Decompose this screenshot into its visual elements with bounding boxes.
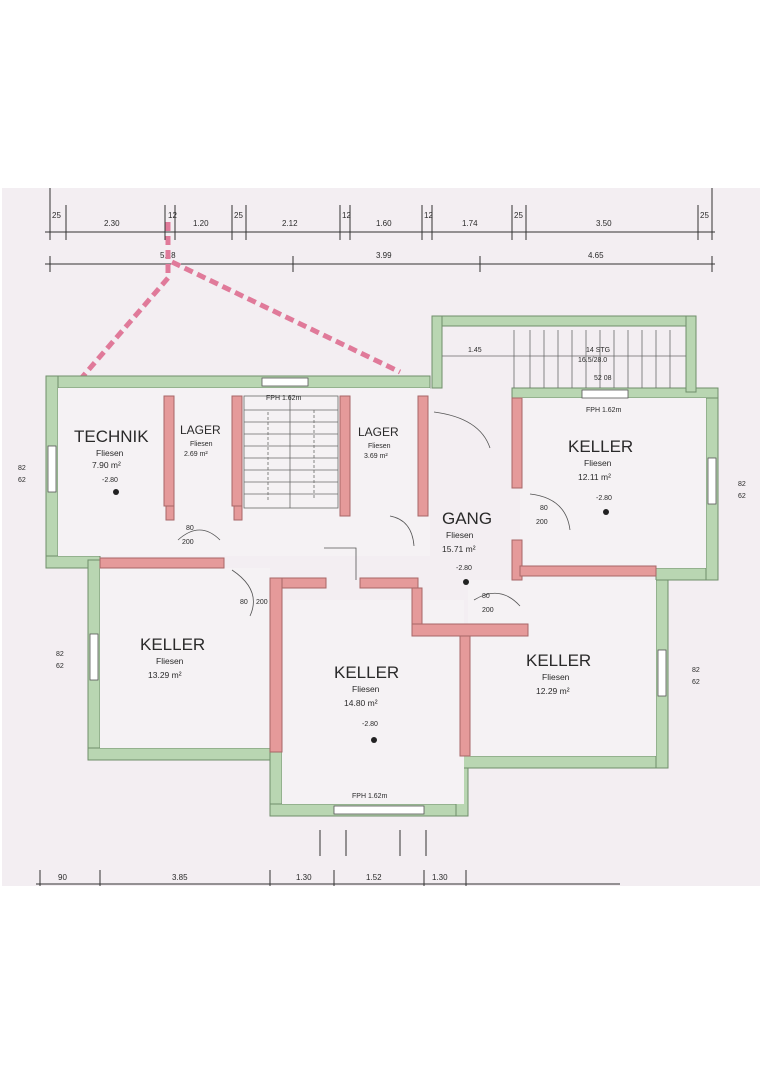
dim-bottom-1: 90 <box>58 873 67 882</box>
dim-row2-2: 3.99 <box>376 251 392 260</box>
door-height-2: 200 <box>536 519 548 526</box>
dim-top-1: 25 <box>52 211 61 220</box>
room-floor: Fliesen <box>584 458 612 468</box>
room-name: KELLER <box>526 651 591 670</box>
stairs-sublabel: 16.5/28.0 <box>578 357 607 364</box>
room-floor: Fliesen <box>446 530 474 540</box>
room-fill <box>58 388 706 804</box>
dim-bottom-3: 1.30 <box>296 873 312 882</box>
room-name: KELLER <box>568 437 633 456</box>
door-height-4: 200 <box>256 599 268 606</box>
side-dim-left-1b: 62 <box>18 477 26 484</box>
room-level: -2.80 <box>102 477 118 484</box>
dim-top-9: 12 <box>424 211 433 220</box>
dim-top-8: 1.60 <box>376 219 392 228</box>
room-name: LAGER <box>358 425 399 439</box>
room-level: -2.80 <box>596 495 612 502</box>
dim-top-2: 2.30 <box>104 219 120 228</box>
dim-top-7: 12 <box>342 211 351 220</box>
bottom-dimension-chain <box>36 830 620 886</box>
dashed-service-line <box>76 222 402 384</box>
room-lager-2: LAGER Fliesen 3.69 m² <box>358 425 399 460</box>
room-name: TECHNIK <box>74 427 149 446</box>
room-area: 13.29 m² <box>148 670 182 680</box>
door-height-3: 200 <box>482 607 494 614</box>
dim-stair-width: 1.45 <box>468 347 482 354</box>
room-keller-right: KELLER Fliesen 12.29 m² <box>526 651 591 696</box>
window-label-bottom: FPH 1.62m <box>352 793 388 800</box>
door-width-4: 80 <box>240 599 248 606</box>
dim-top-3: 12 <box>168 211 177 220</box>
room-name: LAGER <box>180 423 221 437</box>
door-swings <box>177 411 571 617</box>
room-area: 2.69 m² <box>184 451 208 458</box>
room-area: 15.71 m² <box>442 544 476 554</box>
interior-staircase <box>243 395 339 509</box>
room-area: 3.69 m² <box>364 453 388 460</box>
dim-top-12: 3.50 <box>596 219 612 228</box>
room-name: KELLER <box>334 663 399 682</box>
side-dim-right-1a: 82 <box>738 481 746 488</box>
door-width-2: 80 <box>540 505 548 512</box>
door-width-3: 80 <box>482 593 490 600</box>
room-floor: Fliesen <box>368 443 391 450</box>
room-floor: Fliesen <box>190 441 213 448</box>
dim-bottom-4: 1.52 <box>366 873 382 882</box>
room-technik: TECHNIK Fliesen 7.90 m² -2.80 <box>74 427 149 484</box>
top-dimension-chain <box>45 188 715 272</box>
side-dim-left-2a: 82 <box>56 651 64 658</box>
windows <box>47 377 717 815</box>
room-area: 14.80 m² <box>344 698 378 708</box>
inner-walls <box>99 395 657 757</box>
side-dim-left-1a: 82 <box>18 465 26 472</box>
dim-bottom-2: 3.85 <box>172 873 188 882</box>
room-keller-top-right: KELLER Fliesen 12.11 m² -2.80 <box>568 437 633 502</box>
door-height-1: 200 <box>182 539 194 546</box>
room-floor: Fliesen <box>542 672 570 682</box>
dim-top-13: 25 <box>700 211 709 220</box>
room-floor: Fliesen <box>352 684 380 694</box>
dim-top-5: 25 <box>234 211 243 220</box>
dim-bottom-5: 1.30 <box>432 873 448 882</box>
dim-top-10: 1.74 <box>462 219 478 228</box>
door-width-1: 80 <box>186 525 194 532</box>
exterior-staircase <box>442 330 686 388</box>
side-dim-right-1b: 62 <box>738 493 746 500</box>
room-keller-center: KELLER Fliesen 14.80 m² -2.80 <box>334 663 399 728</box>
dim-top-11: 25 <box>514 211 523 220</box>
stairs-step-dim: 52 08 <box>594 375 612 382</box>
room-floor: Fliesen <box>96 448 124 458</box>
room-name: GANG <box>442 509 492 528</box>
dim-top-4: 1.20 <box>193 219 209 228</box>
room-area: 12.11 m² <box>578 472 611 482</box>
level-markers <box>113 489 609 743</box>
room-gang: GANG Fliesen 15.71 m² -2.80 <box>442 509 492 572</box>
room-level: -2.80 <box>456 565 472 572</box>
dim-top-6: 2.12 <box>282 219 298 228</box>
room-lager-1: LAGER Fliesen 2.69 m² <box>180 423 221 458</box>
room-level: -2.80 <box>362 721 378 728</box>
side-dim-right-2a: 82 <box>692 667 700 674</box>
room-name: KELLER <box>140 635 205 654</box>
window-label-top: FPH 1.62m <box>266 395 302 402</box>
room-area: 7.90 m² <box>92 460 121 470</box>
window-label-keller: FPH 1.62m <box>586 407 622 414</box>
side-dim-left-2b: 62 <box>56 663 64 670</box>
dim-row2-3: 4.65 <box>588 251 604 260</box>
stairs-label: 14 STG <box>586 347 610 354</box>
room-area: 12.29 m² <box>536 686 570 696</box>
room-floor: Fliesen <box>156 656 184 666</box>
room-keller-left: KELLER Fliesen 13.29 m² <box>140 635 205 680</box>
side-dim-right-2b: 62 <box>692 679 700 686</box>
